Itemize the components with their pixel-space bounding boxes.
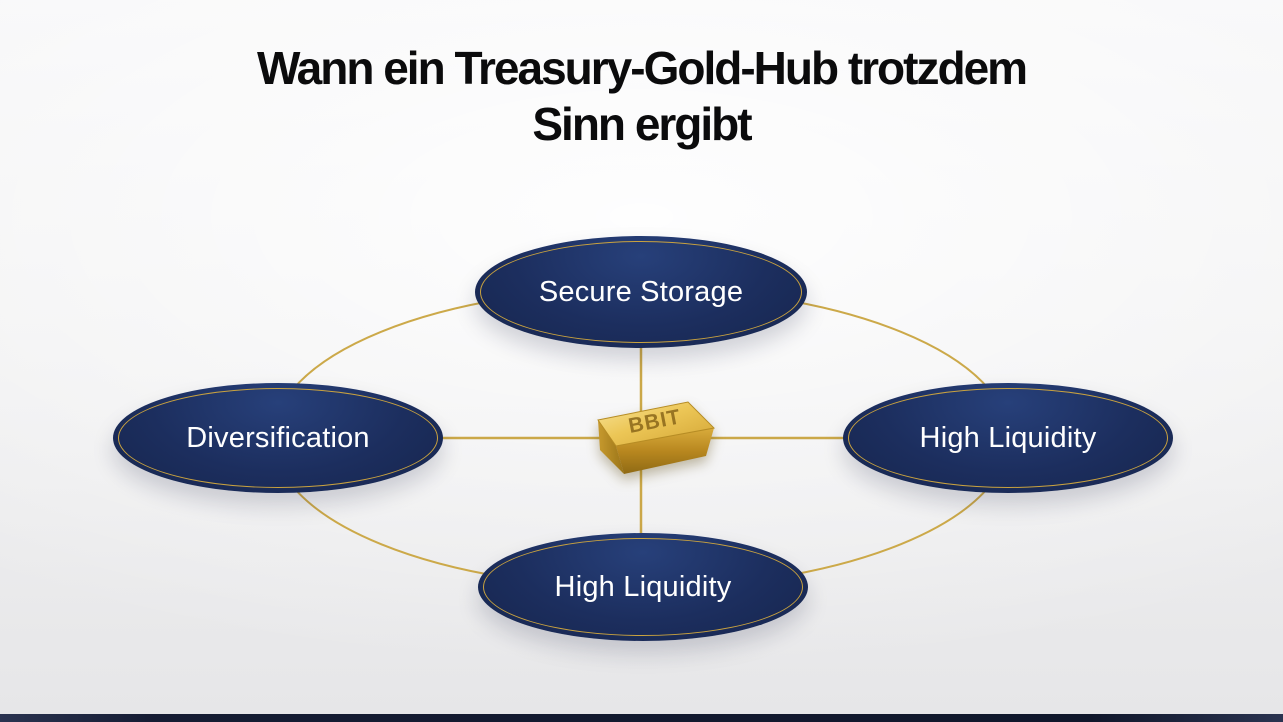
- node-diversification: Diversification: [113, 383, 443, 493]
- node-label: Diversification: [186, 421, 370, 454]
- title-line-2: Sinn ergibt: [532, 98, 752, 151]
- node-label: High Liquidity: [919, 421, 1097, 454]
- node-label: High Liquidity: [554, 570, 732, 603]
- gold-bar-front-face: [616, 428, 714, 474]
- gold-bar-icon: BBIT: [597, 401, 716, 474]
- bottom-edge-strip: [0, 714, 1283, 722]
- gold-bar-top-face: [597, 401, 716, 447]
- node-high-liquidity-bottom: High Liquidity: [478, 533, 808, 641]
- title-line-1: Wann ein Treasury-Gold-Hub trotzdem: [256, 42, 1028, 94]
- gold-bar-side-face: [598, 420, 624, 474]
- page-title: Wann ein Treasury-Gold-Hub trotzdem Sinn…: [0, 40, 1283, 152]
- node-secure-storage: Secure Storage: [475, 236, 807, 348]
- node-high-liquidity-right: High Liquidity: [843, 383, 1173, 493]
- node-label: Secure Storage: [538, 275, 744, 308]
